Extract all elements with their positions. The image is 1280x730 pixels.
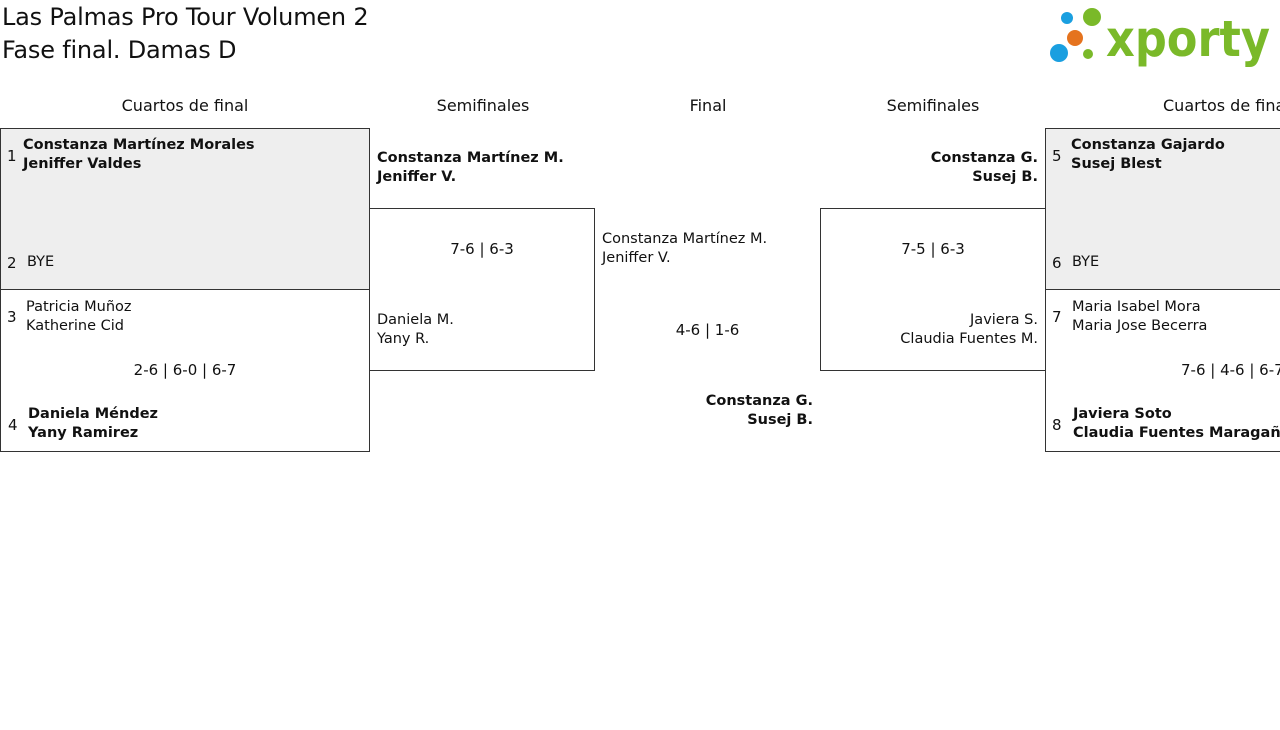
sf2-team-top-player1: Constanza G. [930, 150, 1038, 166]
qf3-team-bottom-bye: BYE [1072, 254, 1100, 270]
round-header-qf-right: Cuartos de final [1163, 96, 1280, 115]
final-team-bottom-player1: Constanza G. [705, 393, 813, 409]
qf1-team-bottom-bye: BYE [27, 254, 55, 270]
qf2-score: 2-6 | 6-0 | 6-7 [133, 361, 237, 379]
logo-dot-green-large [1083, 8, 1101, 26]
sf2-score: 7-5 | 6-3 [901, 240, 965, 258]
sf-match-1[interactable] [369, 208, 595, 371]
sf-match-2[interactable] [820, 208, 1046, 371]
final-team-top-player1: Constanza Martínez M. [602, 231, 768, 247]
xporty-logo[interactable]: xporty [1046, 4, 1274, 68]
phase-title: Fase final. Damas D [2, 36, 237, 64]
qf4-team-top-player2: Maria Jose Becerra [1072, 318, 1208, 334]
seed-number: 8 [1052, 416, 1062, 434]
sf2-team-bottom-player2: Claudia Fuentes M. [900, 331, 1038, 347]
qf2-team-top-player2: Katherine Cid [26, 318, 125, 334]
qf2-team-top-player1: Patricia Muñoz [26, 299, 132, 315]
seed-number: 2 [7, 254, 17, 272]
seed-number: 5 [1052, 147, 1062, 165]
final-team-top-player2: Jeniffer V. [602, 250, 671, 266]
seed-number: 1 [7, 147, 17, 165]
final-score: 4-6 | 1-6 [675, 321, 740, 339]
qf3-team-top-player2: Susej Blest [1071, 156, 1162, 172]
sf1-team-top-player1: Constanza Martínez M. [377, 150, 564, 166]
logo-text: xporty [1106, 10, 1270, 68]
qf4-team-bottom-player1: Javiera Soto [1073, 406, 1172, 422]
logo-dot-green-small [1083, 49, 1093, 59]
tournament-title: Las Palmas Pro Tour Volumen 2 [2, 3, 369, 31]
round-header-sf-left: Semifinales [436, 96, 530, 115]
round-header-sf-right: Semifinales [886, 96, 980, 115]
qf1-team-top-player1: Constanza Martínez Morales [23, 137, 255, 153]
logo-dot-blue-large [1050, 44, 1068, 62]
seed-number: 6 [1052, 254, 1062, 272]
final-team-bottom-player2: Susej B. [747, 412, 813, 428]
seed-number: 4 [8, 416, 18, 434]
sf2-team-bottom-player1: Javiera S. [970, 312, 1038, 328]
xporty-logo-mark: xporty [1050, 8, 1270, 68]
qf3-team-top-player1: Constanza Gajardo [1071, 137, 1225, 153]
round-header-qf-left: Cuartos de final [121, 96, 249, 115]
qf2-team-bottom-player1: Daniela Méndez [28, 406, 158, 422]
sf1-team-bottom-player1: Daniela M. [377, 312, 454, 328]
sf1-score: 7-6 | 6-3 [450, 240, 514, 258]
sf2-team-top-player2: Susej B. [972, 169, 1038, 185]
sf1-team-top-player2: Jeniffer V. [377, 169, 457, 185]
logo-dot-orange [1067, 30, 1083, 46]
qf1-team-top-player2: Jeniffer Valdes [23, 156, 142, 172]
seed-number: 7 [1052, 308, 1062, 326]
logo-dot-blue-small [1061, 12, 1073, 24]
qf-match-1[interactable] [0, 128, 370, 290]
qf4-team-top-player1: Maria Isabel Mora [1072, 299, 1201, 315]
sf1-team-bottom-player2: Yany R. [377, 331, 430, 347]
seed-number: 3 [7, 308, 17, 326]
qf4-score: 7-6 | 4-6 | 6-7 [1181, 361, 1280, 379]
qf2-team-bottom-player2: Yany Ramirez [28, 425, 139, 441]
round-header-final: Final [689, 96, 727, 115]
qf-match-4[interactable] [1045, 289, 1280, 452]
qf4-team-bottom-player2: Claudia Fuentes Maragaño [1073, 425, 1280, 441]
